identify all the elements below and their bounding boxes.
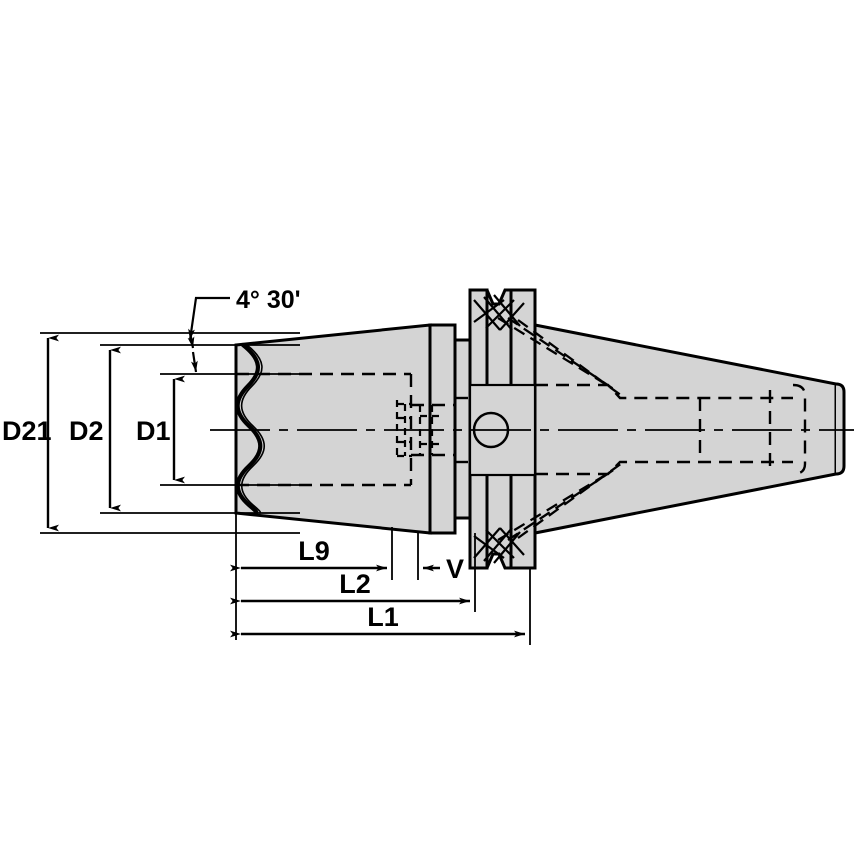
dimension-l2: L2 xyxy=(230,569,470,605)
dimension-d1: D1 xyxy=(136,375,185,484)
angle-arrow-lower xyxy=(191,351,198,373)
neck-shaft xyxy=(453,338,472,520)
section-break-wave xyxy=(235,342,263,516)
d21-label: D21 xyxy=(2,416,52,446)
flange-hatch-lower xyxy=(473,527,525,564)
l1-label: L1 xyxy=(367,602,399,632)
flange-clearance-lines xyxy=(497,317,623,541)
vertical-dimension-group: D21 D2 D1 xyxy=(2,334,185,532)
taper-bore-bottom xyxy=(535,460,793,476)
tool-holder-body xyxy=(234,288,846,570)
l9-label: L9 xyxy=(298,536,330,566)
d1-label: D1 xyxy=(136,416,171,446)
v-flange xyxy=(468,288,537,570)
dimension-d21: D21 xyxy=(2,334,59,532)
annotation-taper-angle: 4° 30' xyxy=(187,286,301,373)
clearance-dn-3 xyxy=(517,462,623,539)
dimension-l9: L9 xyxy=(230,536,387,572)
clearance-up-2 xyxy=(507,317,616,391)
clearance-up-1 xyxy=(497,317,608,386)
chuck-collar xyxy=(428,323,457,535)
flange-hatch-upper xyxy=(473,294,525,331)
taper-shank-end-radius xyxy=(835,382,846,476)
clearance-dn-2 xyxy=(507,468,616,541)
chuck-body-outline xyxy=(234,323,432,535)
v-label: V xyxy=(446,554,464,584)
clearance-up-3 xyxy=(517,319,623,397)
d2-label: D2 xyxy=(69,416,104,446)
section-break-wave-inner xyxy=(240,344,266,514)
extension-lines xyxy=(40,332,531,645)
dimension-v: V xyxy=(423,554,464,584)
taper-bore-top xyxy=(535,383,793,400)
flange-hatch-marks xyxy=(473,294,525,564)
taper-angle-label: 4° 30' xyxy=(236,286,301,314)
dimension-d2: D2 xyxy=(69,346,121,512)
dimension-l1: L1 xyxy=(230,602,525,638)
angle-leader-line xyxy=(188,296,230,341)
l2-label: L2 xyxy=(339,569,371,599)
horizontal-dimension-group: L9 V L2 L1 xyxy=(230,536,525,638)
angle-arrow-upper xyxy=(187,331,195,349)
